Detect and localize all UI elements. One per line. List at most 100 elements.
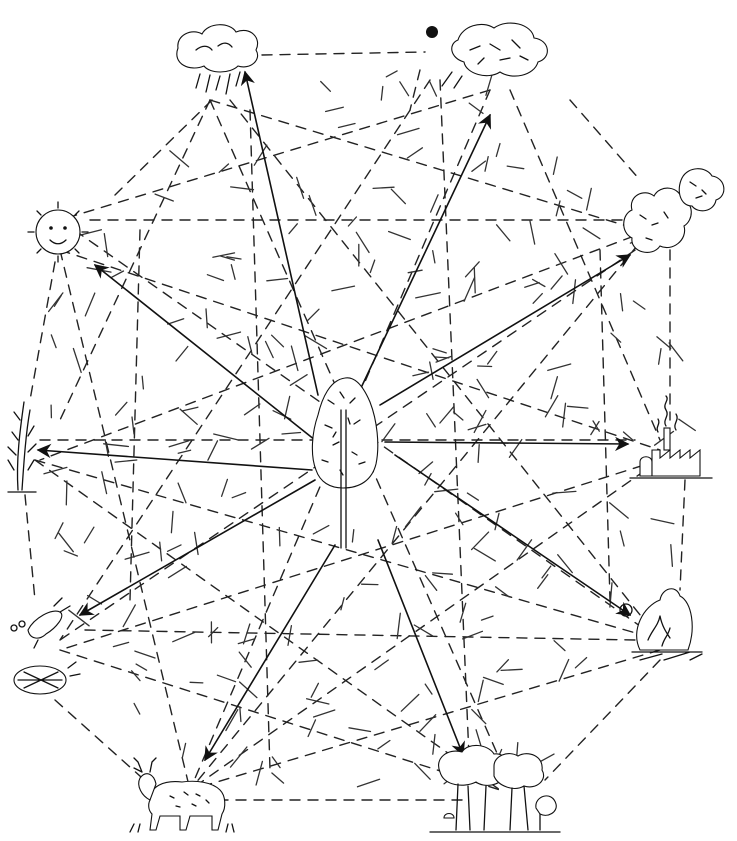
plant-icon bbox=[8, 402, 36, 492]
hatch-stroke bbox=[496, 144, 500, 157]
hatch-stroke bbox=[84, 527, 94, 543]
hatch-stroke bbox=[378, 741, 390, 749]
hatch-stroke bbox=[136, 664, 147, 670]
hatch-stroke bbox=[173, 632, 195, 641]
hatch-stroke bbox=[272, 335, 284, 347]
hatch-stroke bbox=[59, 533, 74, 552]
dashed-connection bbox=[410, 70, 420, 110]
hatch-stroke bbox=[478, 680, 483, 701]
dashed-connection bbox=[440, 80, 470, 780]
dashed-connection bbox=[60, 100, 210, 420]
hatch-stroke bbox=[180, 409, 197, 424]
hatch-stroke bbox=[190, 682, 203, 683]
hatch-stroke bbox=[232, 493, 245, 498]
hatch-stroke bbox=[468, 424, 486, 429]
hatch-stroke bbox=[610, 503, 629, 518]
hatch-stroke bbox=[554, 641, 565, 651]
hatch-stroke bbox=[433, 573, 453, 574]
hatch-stroke bbox=[135, 651, 155, 658]
hatch-stroke bbox=[620, 531, 624, 546]
hatch-stroke bbox=[495, 513, 499, 529]
hatch-stroke bbox=[497, 225, 510, 241]
hatch-stroke bbox=[633, 301, 645, 309]
arrow-to-factory bbox=[385, 442, 628, 444]
hatch-stroke bbox=[507, 166, 524, 169]
dashed-connection bbox=[130, 230, 140, 600]
dashed-connection bbox=[230, 100, 660, 640]
hatch-stroke bbox=[44, 467, 67, 473]
hatch-stroke bbox=[583, 228, 600, 239]
hatch-stroke bbox=[484, 677, 504, 684]
hatch-stroke bbox=[533, 279, 545, 286]
hatch-stroke bbox=[659, 349, 661, 365]
hatch-stroke bbox=[299, 660, 318, 662]
hatch-stroke bbox=[217, 675, 235, 682]
hatch-stroke bbox=[575, 658, 586, 668]
hatch-stroke bbox=[272, 757, 280, 768]
hatch-stroke bbox=[308, 309, 319, 320]
hatch-stroke bbox=[555, 254, 568, 274]
hatch-stroke bbox=[239, 652, 251, 667]
hatch-stroke bbox=[125, 552, 149, 559]
hatch-stroke bbox=[556, 201, 560, 216]
hatch-stroke bbox=[375, 660, 388, 670]
hatch-stroke bbox=[474, 268, 475, 293]
hatch-stroke bbox=[171, 511, 173, 532]
dashed-connection bbox=[680, 480, 685, 590]
hatch-stroke bbox=[160, 542, 162, 561]
hatch-stroke bbox=[400, 82, 409, 96]
hatch-stroke bbox=[104, 234, 107, 257]
hatch-stroke bbox=[85, 293, 95, 316]
fire-icon bbox=[620, 589, 702, 660]
dashed-connection bbox=[510, 90, 660, 440]
hatch-stroke bbox=[178, 450, 190, 453]
hatch-stroke bbox=[501, 669, 522, 670]
hatch-stroke bbox=[142, 376, 143, 389]
hatch-stroke bbox=[548, 364, 571, 370]
hatch-stroke bbox=[454, 412, 463, 420]
hatch-stroke bbox=[469, 103, 483, 113]
hatch-stroke bbox=[485, 157, 488, 172]
hatch-stroke bbox=[112, 271, 124, 277]
hatch-stroke bbox=[169, 441, 189, 447]
hatch-stroke bbox=[478, 445, 479, 463]
hatch-stroke bbox=[256, 761, 262, 785]
hatch-stroke bbox=[297, 177, 304, 198]
hatch-stroke bbox=[568, 406, 588, 408]
hatch-stroke bbox=[358, 779, 380, 787]
arrow-to-smoke-cloud bbox=[380, 255, 630, 405]
hatch-stroke bbox=[496, 587, 510, 597]
hatch-stroke bbox=[113, 642, 128, 646]
hatch-stroke bbox=[207, 275, 223, 281]
hatch-stroke bbox=[267, 279, 288, 281]
dashed-connection bbox=[55, 700, 150, 785]
dashed-connection bbox=[60, 250, 190, 790]
hatch-stroke bbox=[176, 347, 188, 362]
hatch-stroke bbox=[132, 671, 140, 681]
hatch-stroke bbox=[397, 613, 400, 638]
hatch-stroke bbox=[472, 532, 489, 550]
hatch-stroke bbox=[206, 309, 207, 328]
hatch-stroke bbox=[168, 319, 184, 324]
dashed-connection bbox=[25, 495, 35, 600]
hatch-stroke bbox=[551, 377, 557, 399]
hatch-stroke bbox=[123, 605, 135, 627]
dashed-connection bbox=[570, 100, 640, 180]
hatch-stroke bbox=[214, 434, 238, 440]
storm-icon bbox=[426, 23, 547, 88]
hatch-stroke bbox=[169, 566, 187, 577]
hatch-stroke bbox=[478, 366, 492, 367]
hatch-stroke bbox=[178, 483, 186, 503]
hatch-stroke bbox=[611, 333, 621, 342]
hatch-stroke bbox=[416, 293, 441, 298]
smoke-cloud-icon bbox=[624, 169, 724, 253]
hatch-stroke bbox=[231, 187, 254, 190]
hatch-stroke bbox=[433, 251, 435, 263]
hatch-stroke bbox=[419, 462, 433, 474]
hatch-stroke bbox=[467, 493, 478, 500]
hatch-stroke bbox=[401, 695, 419, 712]
dashed-connection bbox=[30, 262, 55, 400]
hatch-stroke bbox=[420, 715, 436, 732]
dashed-connection bbox=[210, 100, 640, 230]
